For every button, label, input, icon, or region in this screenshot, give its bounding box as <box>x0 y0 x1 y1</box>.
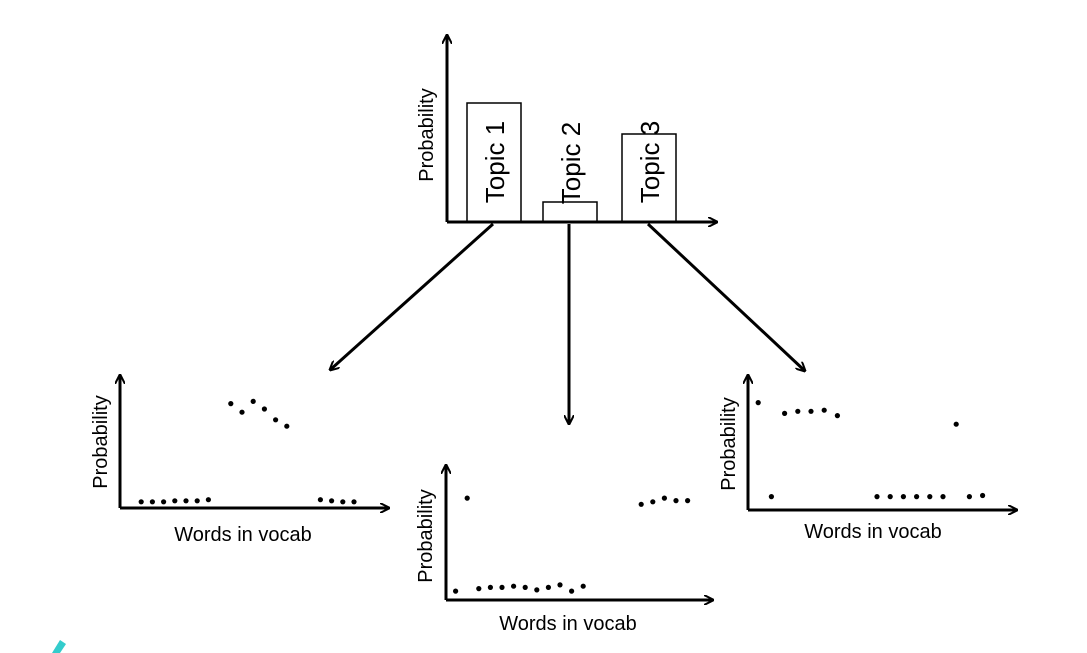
word-plot-1-y-label: Probability <box>90 395 112 488</box>
word-plot-2-point <box>464 495 470 501</box>
word-plot-1-point <box>317 497 323 503</box>
word-plot-topic-2: Probability Words in vocab <box>415 465 713 635</box>
topic-1-bar <box>466 102 522 223</box>
word-plot-2-point <box>580 583 586 589</box>
word-plot-3-point <box>821 407 827 413</box>
word-plot-1-point <box>205 497 211 503</box>
word-plot-1-point <box>250 398 256 404</box>
word-plot-2-point <box>673 498 679 504</box>
word-plot-3-point <box>755 400 761 406</box>
word-plot-3-point <box>834 413 841 419</box>
word-plot-3-point <box>980 492 986 499</box>
word-plot-topic-1: Probability Words in vocab <box>90 375 389 546</box>
word-plot-1-point <box>239 409 245 415</box>
topic-1-arrow <box>330 222 495 370</box>
topic-2-bar <box>542 201 598 223</box>
word-plot-3-point <box>874 494 880 500</box>
word-plot-3-point <box>768 494 775 500</box>
word-plot-2-point <box>569 588 575 594</box>
corner-mark-icon <box>52 640 66 653</box>
word-plot-1-point <box>228 401 234 407</box>
word-plot-1-point <box>161 499 167 505</box>
word-plot-2-point <box>522 584 528 591</box>
word-plot-2-point <box>534 587 540 593</box>
topic-3-arrow <box>646 222 805 371</box>
word-plot-1-point <box>149 499 155 505</box>
word-plot-3-point <box>795 408 801 414</box>
topic-3-bar <box>621 133 677 223</box>
word-plot-2-point <box>453 588 459 594</box>
word-plot-2-y-label: Probability <box>415 489 437 582</box>
word-plot-2-point <box>499 584 505 591</box>
word-plot-3-point <box>782 410 788 416</box>
word-plot-2-points <box>453 495 691 594</box>
word-plot-1-x-label: Words in vocab <box>174 524 311 546</box>
word-plot-3-point <box>887 494 893 500</box>
word-plot-1-point <box>261 406 267 412</box>
word-plot-3-x-label: Words in vocab <box>804 521 941 543</box>
word-plot-2-point <box>510 583 517 589</box>
word-plot-3-point <box>966 494 973 500</box>
word-plot-3-point <box>927 494 933 500</box>
word-plot-2-point <box>661 495 668 501</box>
word-plot-3-point <box>808 408 814 414</box>
word-plot-1-point <box>194 498 200 504</box>
word-plot-1-point <box>284 423 290 429</box>
word-plot-1-point <box>138 499 144 505</box>
word-plot-1-point <box>183 498 189 504</box>
topic-chart-y-label: Probability <box>416 88 438 181</box>
word-plot-3-point <box>953 421 959 427</box>
topic-2-label: Topic 2 <box>556 122 586 204</box>
word-plot-2-point <box>487 584 493 591</box>
word-plot-1-point <box>351 499 357 505</box>
word-plot-topic-3: Probability Words in vocab <box>718 375 1017 543</box>
word-plot-3-points <box>755 400 986 500</box>
topic-3-label: Topic 3 <box>635 121 665 203</box>
word-plot-3-point <box>914 494 920 500</box>
topic-connectors <box>330 222 805 424</box>
topic-1-label: Topic 1 <box>480 121 510 203</box>
word-plot-2-point <box>545 584 552 591</box>
word-plot-2-point <box>557 582 563 588</box>
word-plot-1-point <box>172 498 178 504</box>
word-plot-2-point <box>476 586 482 592</box>
word-plot-1-point <box>273 417 279 423</box>
word-plot-3-point <box>900 494 907 500</box>
word-plot-2-x-label: Words in vocab <box>499 613 636 635</box>
word-plot-3-y-label: Probability <box>718 397 740 490</box>
word-plot-2-point <box>685 498 691 504</box>
word-plot-2-point <box>638 501 644 507</box>
topic-distribution-chart: Probability Topic 1 Topic 2 Topic 3 <box>416 35 717 222</box>
word-plot-3-point <box>940 494 946 500</box>
word-plot-1-point <box>329 498 335 504</box>
word-plot-1-points <box>138 398 357 505</box>
word-plot-1-point <box>340 499 346 505</box>
word-plot-2-point <box>650 499 656 505</box>
